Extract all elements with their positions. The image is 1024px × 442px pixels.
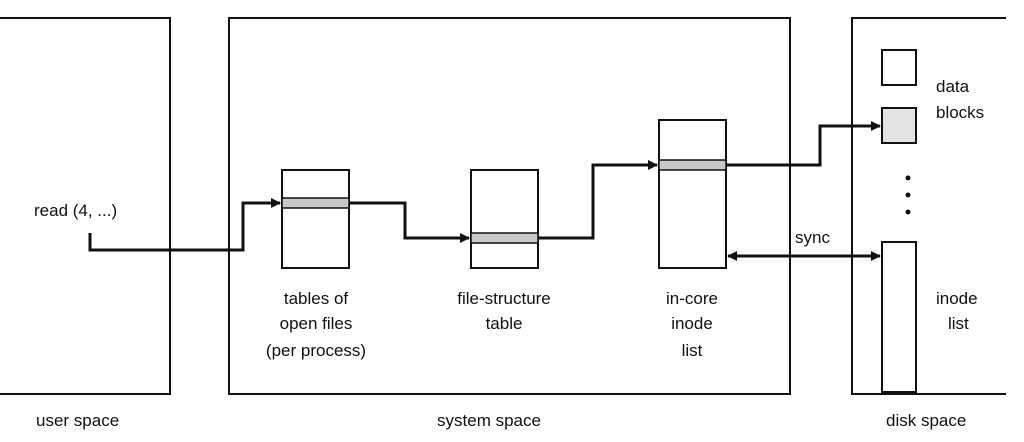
incore-inode-label-line-1: in-core (666, 289, 718, 308)
data-block-shaded (881, 107, 917, 144)
sync-label: sync (795, 228, 830, 247)
arrow-open-files-to-file-structure (349, 201, 470, 243)
open-files-label-line-3: (per process) (265, 341, 367, 360)
data-block-empty (881, 49, 917, 86)
user-space-frame (0, 17, 171, 395)
open-files-table (281, 169, 350, 269)
data-blocks-label-line-2: blocks (936, 103, 985, 122)
arrow-inode-to-data-block (726, 121, 881, 167)
incore-inode-label-line-2: inode (671, 314, 713, 333)
disk-inode-list (881, 241, 917, 393)
disk-space-frame (851, 17, 1006, 395)
file-structure-table (470, 169, 539, 269)
open-files-label-line-1: tables of (283, 289, 349, 308)
open-files-entry (281, 197, 350, 209)
inode-list-label-line-2: list (948, 314, 969, 333)
open-files-label-line-2: open files (279, 314, 353, 333)
read-call-label: read (4, ...) (34, 201, 118, 220)
user-space-label: user space (36, 411, 120, 430)
system-space-label: system space (437, 411, 541, 430)
arrow-file-structure-to-inode (538, 160, 658, 240)
file-structure-entry (470, 232, 539, 244)
file-structure-label-line-1: file-structure (457, 289, 551, 308)
incore-inode-label-line-3: list (681, 341, 703, 360)
inode-list-label-line-1: inode (936, 289, 978, 308)
incore-inode-entry (658, 159, 727, 171)
ellipsis-dot (905, 209, 911, 215)
system-space-frame (228, 17, 791, 395)
ellipsis-dot (905, 175, 911, 181)
incore-inode-list (658, 119, 727, 269)
ellipsis-dot (905, 192, 911, 198)
data-blocks-label-line-1: data (936, 77, 970, 96)
arrow-read-to-open-files (88, 198, 281, 252)
disk-space-label: disk space (886, 411, 967, 430)
file-structure-label-line-2: table (485, 314, 523, 333)
